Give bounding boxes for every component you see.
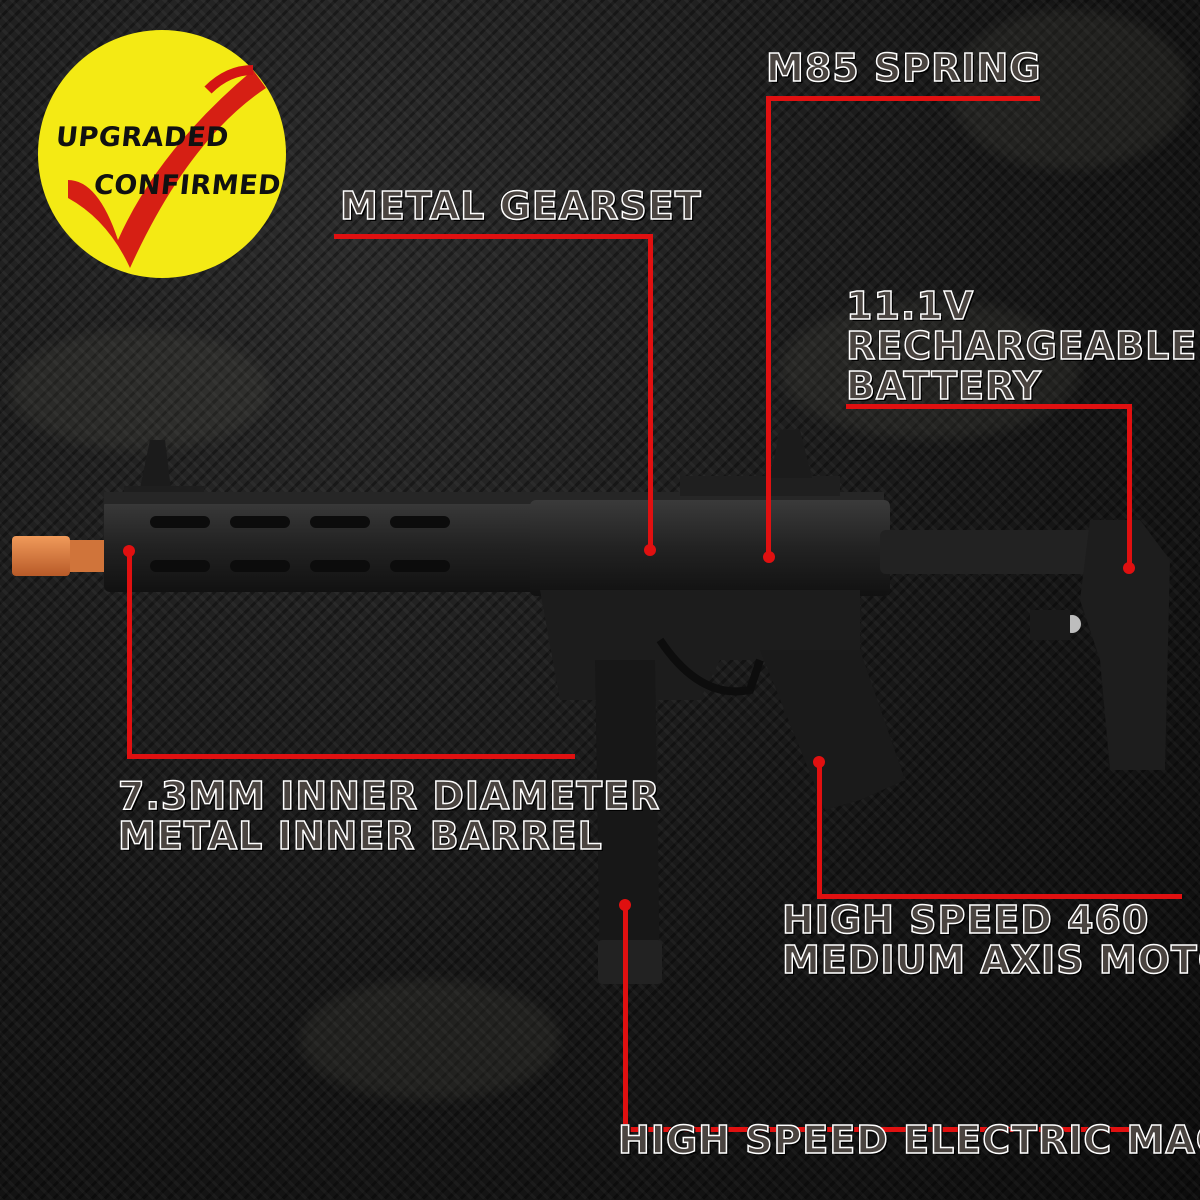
leader-line-motor-vertical <box>817 762 822 898</box>
marker-battery <box>1123 562 1135 574</box>
label-motor-line1: HIGH SPEED 460 <box>781 898 1150 942</box>
camo-patch <box>950 10 1190 170</box>
label-barrel-line2: METAL INNER BARREL <box>117 814 603 858</box>
leader-line-barrel <box>127 754 575 759</box>
leader-line-barrel-vertical <box>127 551 132 758</box>
label-mag: HIGH SPEED ELECTRIC MAG <box>617 1118 1200 1162</box>
handguard <box>104 500 544 592</box>
label-barrel: 7.3MM INNER DIAMETER METAL INNER BARREL <box>117 774 661 858</box>
label-m85-spring: M85 SPRING <box>765 46 1042 90</box>
label-motor-line2: MEDIUM AXIS MOTOR <box>781 938 1200 982</box>
marker-motor <box>813 756 825 768</box>
camo-patch <box>10 330 270 450</box>
magazine <box>595 660 660 980</box>
leader-line-metal-gearset-vertical <box>648 234 653 550</box>
label-battery: 11.1V RECHARGEABLE BATTERY <box>845 284 1198 408</box>
leader-line-battery-vertical <box>1127 404 1132 568</box>
leader-line-m85-spring <box>766 96 1040 101</box>
leader-line-metal-gearset <box>334 234 652 239</box>
leader-line-battery <box>846 404 1132 409</box>
upper-receiver <box>530 500 890 596</box>
label-battery-line1: 11.1V <box>845 284 975 328</box>
marker-barrel <box>123 545 135 557</box>
marker-mag <box>619 899 631 911</box>
leader-line-m85-spring-vertical <box>766 96 771 558</box>
leader-line-mag <box>623 1127 1138 1132</box>
label-battery-line3: BATTERY <box>845 364 1042 408</box>
label-barrel-line1: 7.3MM INNER DIAMETER <box>117 774 661 818</box>
checkmark-icon <box>68 65 266 268</box>
leader-line-motor <box>817 894 1182 899</box>
camo-patch <box>780 300 1080 440</box>
marker-m85-spring <box>763 551 775 563</box>
label-metal-gearset: METAL GEARSET <box>339 184 702 228</box>
marker-metal-gearset <box>644 544 656 556</box>
label-motor: HIGH SPEED 460 MEDIUM AXIS MOTOR <box>781 898 1200 982</box>
stock-brace <box>1080 520 1170 770</box>
upgraded-confirmed-badge: UPGRADED CONFIRMED <box>38 30 286 278</box>
pistol-grip <box>760 650 905 810</box>
leader-line-mag-vertical <box>623 905 628 1131</box>
camo-patch <box>300 980 560 1100</box>
muzzle-tip <box>12 536 70 576</box>
label-battery-line2: RECHARGEABLE <box>845 324 1198 368</box>
